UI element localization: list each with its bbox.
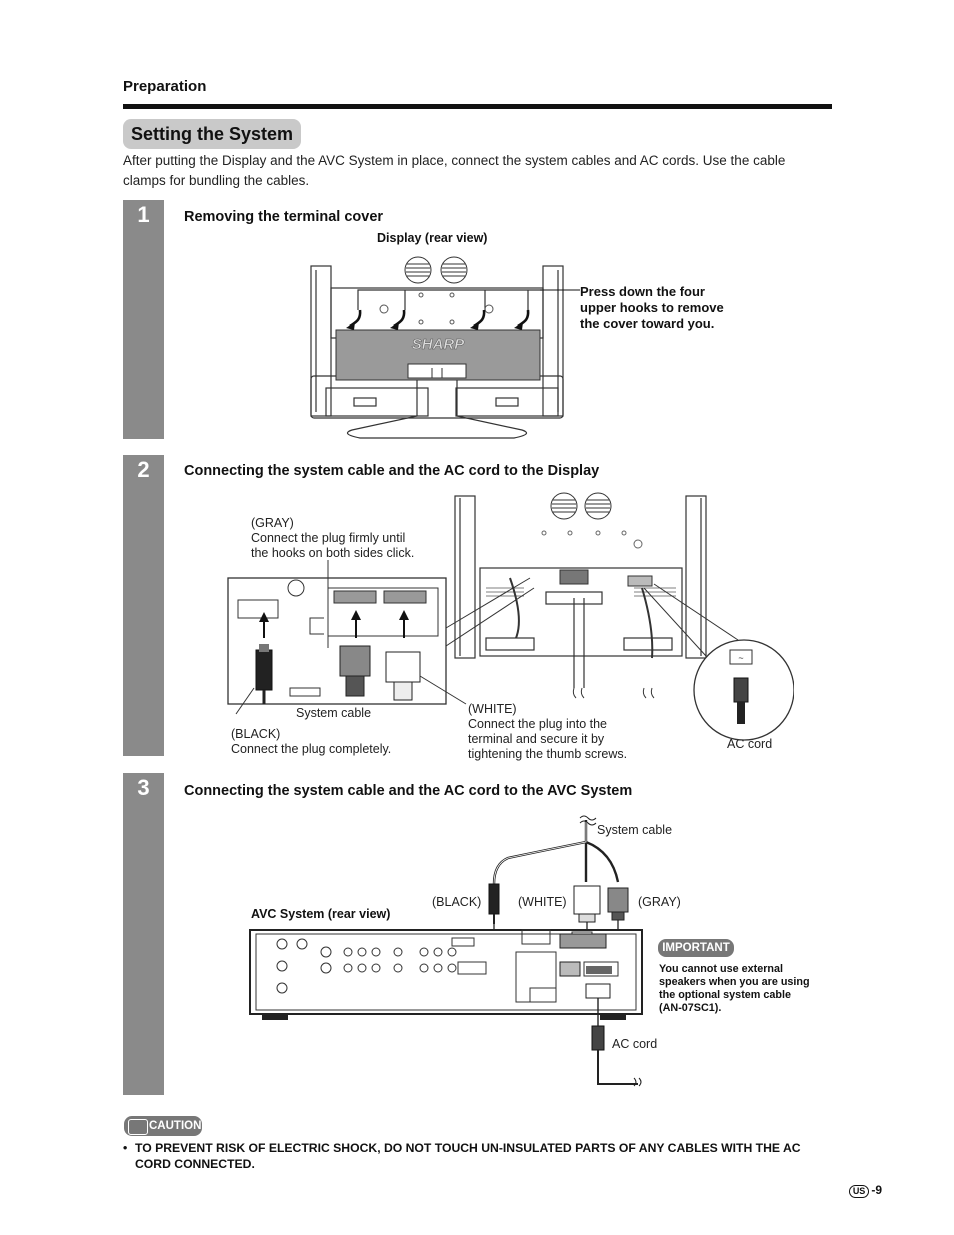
- caution-badge: CAUTION: [124, 1116, 202, 1136]
- avc-connection-illustration: [249, 815, 643, 1087]
- hooks-instruction: Press down the four upper hooks to remov…: [580, 284, 724, 331]
- step-3-title: Connecting the system cable and the AC c…: [184, 783, 633, 799]
- display-connection-illustration: ~: [227, 492, 794, 741]
- white-instruction: Connect the plug into the terminal and s…: [468, 717, 628, 761]
- intro-paragraph: After putting the Display and the AVC Sy…: [123, 153, 786, 188]
- ac-cord-label-display: AC cord: [727, 737, 773, 751]
- important-note: You cannot use external speakers when yo…: [659, 963, 810, 1014]
- important-badge: IMPORTANT: [658, 939, 734, 957]
- step-1-number: 1: [137, 202, 150, 227]
- black-label: (BLACK): [231, 727, 281, 741]
- gray-label: (GRAY): [251, 516, 294, 530]
- section-label: Preparation: [123, 78, 207, 95]
- caution-badge-label: CAUTION: [149, 1120, 202, 1132]
- display-rear-view-label: Display (rear view): [377, 231, 488, 245]
- region-badge: US: [848, 1185, 870, 1198]
- bullet: •: [123, 1141, 128, 1155]
- step-2-number: 2: [137, 457, 150, 482]
- step-1-bar: 1: [123, 200, 164, 439]
- gray-connector-label: (GRAY): [638, 895, 681, 909]
- caution-text: • TO PREVENT RISK OF ELECTRIC SHOCK, DO N…: [123, 1140, 838, 1172]
- display-rear-illustration: SHARP: [310, 256, 564, 439]
- ac-cord-label-avc: AC cord: [612, 1037, 658, 1051]
- avc-rear-view-label: AVC System (rear view): [251, 907, 391, 921]
- white-connector-label: (WHITE): [518, 895, 567, 909]
- svg-text:~: ~: [738, 653, 743, 663]
- step-2-title: Connecting the system cable and the AC c…: [184, 463, 600, 479]
- system-cable-label: System cable: [296, 706, 372, 720]
- gray-instruction: Connect the plug firmly until the hooks …: [251, 531, 415, 560]
- page-number-value: -9: [871, 1183, 882, 1197]
- white-label: (WHITE): [468, 702, 517, 716]
- black-connector-label: (BLACK): [432, 895, 482, 909]
- page-number: US-9: [848, 1183, 882, 1198]
- header-rule: [123, 104, 832, 109]
- step-3-bar: 3: [123, 773, 164, 1095]
- sharp-logo: SHARP: [412, 336, 466, 353]
- step-3-number: 3: [137, 775, 150, 800]
- step-2-bar: 2: [123, 455, 164, 756]
- caution-warning: TO PREVENT RISK OF ELECTRIC SHOCK, DO NO…: [135, 1141, 801, 1171]
- callout-line: [540, 289, 580, 291]
- system-cable-label-avc: System cable: [597, 823, 673, 837]
- black-instruction: Connect the plug completely.: [231, 742, 392, 756]
- step-1-title: Removing the terminal cover: [184, 209, 384, 225]
- hand-warning-icon: [128, 1119, 148, 1135]
- page-title: Setting the System: [123, 119, 302, 149]
